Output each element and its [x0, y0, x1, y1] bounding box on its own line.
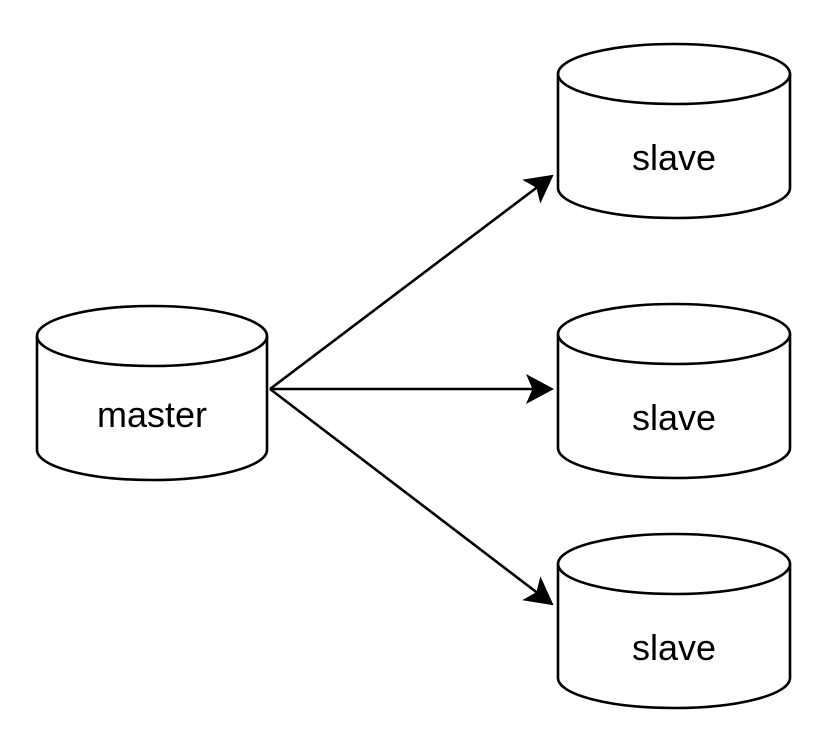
slave-middle-cylinder-top — [556, 302, 792, 366]
master-cylinder-top — [35, 304, 269, 368]
node-slave-bottom: slave — [556, 532, 792, 710]
slave-top-cylinder-body — [556, 74, 792, 220]
slave-bottom-label: slave — [632, 627, 716, 668]
slave-middle-label: slave — [632, 397, 716, 438]
edge-master-to-slave-top — [269, 174, 554, 391]
slave-top-cylinder-top — [556, 42, 792, 106]
node-master: master — [35, 304, 269, 482]
slave-middle-cylinder-body — [556, 334, 792, 480]
node-slave-middle: slave — [556, 302, 792, 480]
replication-edges — [269, 174, 554, 606]
edge-master-to-slave-bottom — [269, 387, 554, 606]
master-cylinder-body — [35, 336, 269, 482]
slave-bottom-cylinder-top — [556, 532, 792, 596]
slave-bottom-cylinder-body — [556, 564, 792, 710]
master-label: master — [97, 394, 207, 435]
node-slave-top: slave — [556, 42, 792, 220]
slave-top-label: slave — [632, 137, 716, 178]
